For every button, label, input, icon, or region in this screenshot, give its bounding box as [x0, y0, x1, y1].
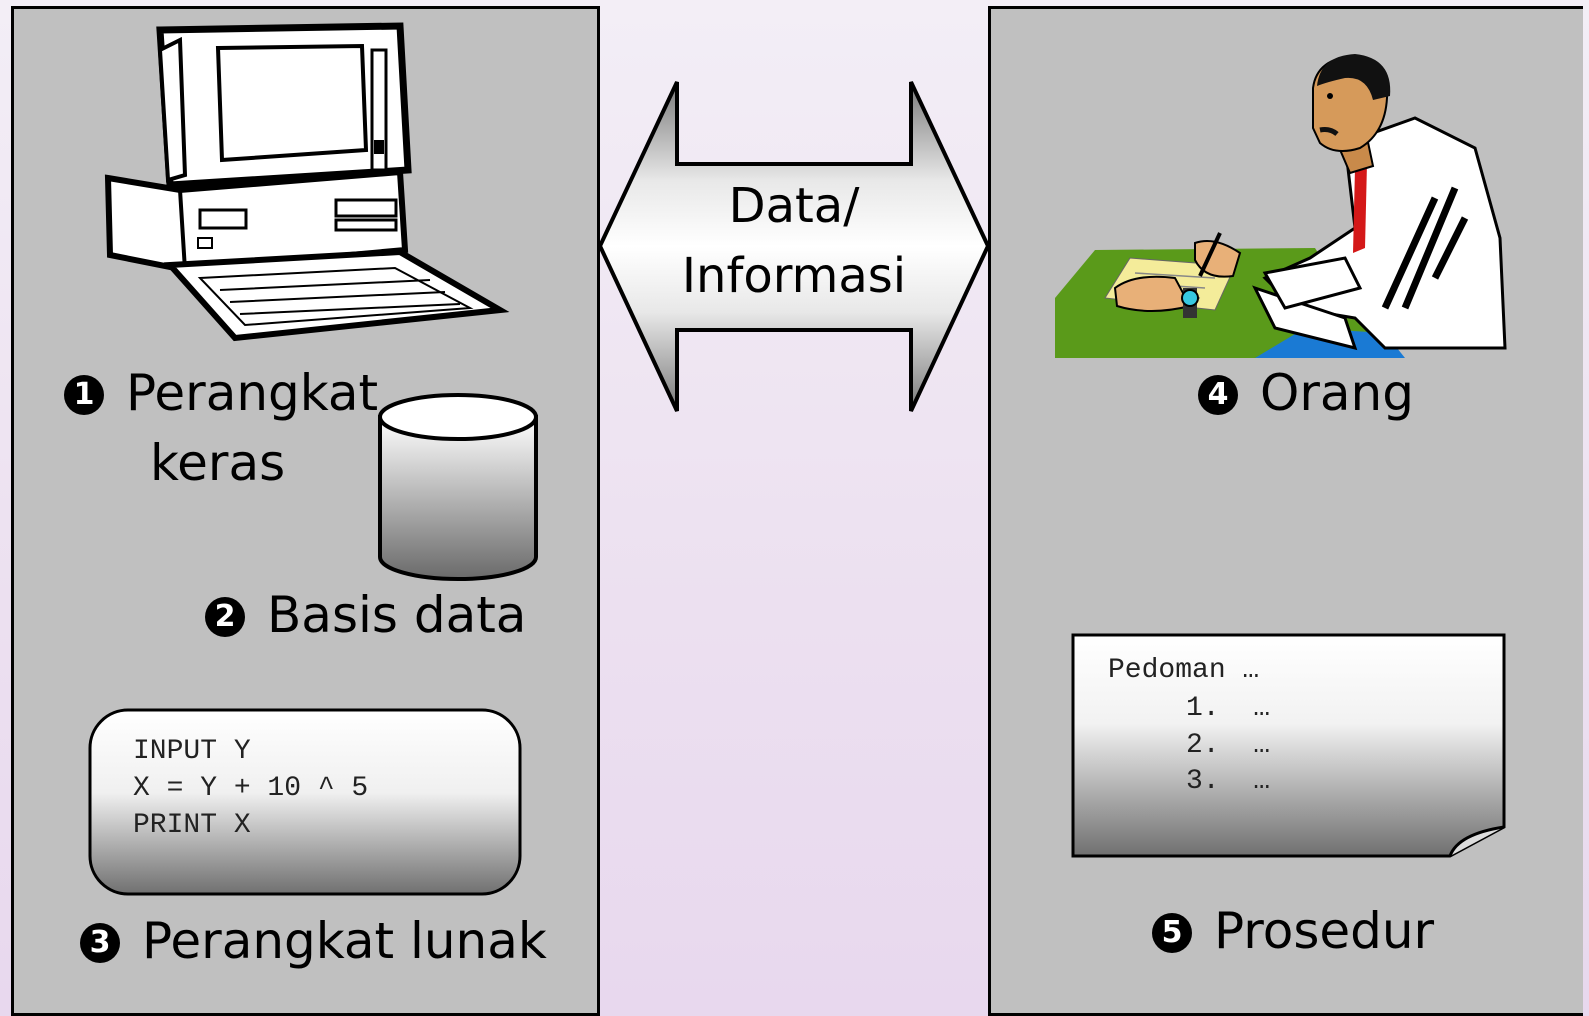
procedure-label-text: Prosedur	[1214, 902, 1435, 960]
doc-item-3: 3. …	[1186, 766, 1271, 797]
database-label-text: Basis data	[267, 586, 527, 644]
arrow-label-line2: Informasi	[681, 248, 907, 304]
person-writing-icon	[1055, 54, 1507, 358]
code-line-2: X = Y + 10 ^ 5	[133, 773, 369, 804]
procedure-document	[1071, 633, 1506, 858]
database-number: 2	[205, 597, 245, 637]
software-number: 3	[80, 923, 120, 963]
people-number: 4	[1198, 375, 1238, 415]
code-line-3: PRINT X	[133, 810, 251, 841]
procedure-number: 5	[1152, 913, 1192, 953]
doc-item-2: 2. …	[1186, 730, 1271, 761]
hardware-label-line2: keras	[150, 434, 286, 492]
computer-icon	[104, 22, 510, 342]
doc-item-1: 1. …	[1186, 693, 1271, 724]
arrow-label-line1: Data/	[728, 178, 860, 234]
double-arrow	[597, 81, 991, 412]
code-line-1: INPUT Y	[133, 736, 251, 767]
hardware-label-line1: Perangkat	[126, 364, 379, 422]
code-box	[88, 708, 522, 896]
doc-title: Pedoman …	[1108, 655, 1260, 686]
software-label-text: Perangkat lunak	[142, 912, 547, 970]
hardware-number: 1	[64, 375, 104, 415]
people-label-text: Orang	[1260, 364, 1414, 422]
database-cylinder-icon	[378, 393, 538, 581]
